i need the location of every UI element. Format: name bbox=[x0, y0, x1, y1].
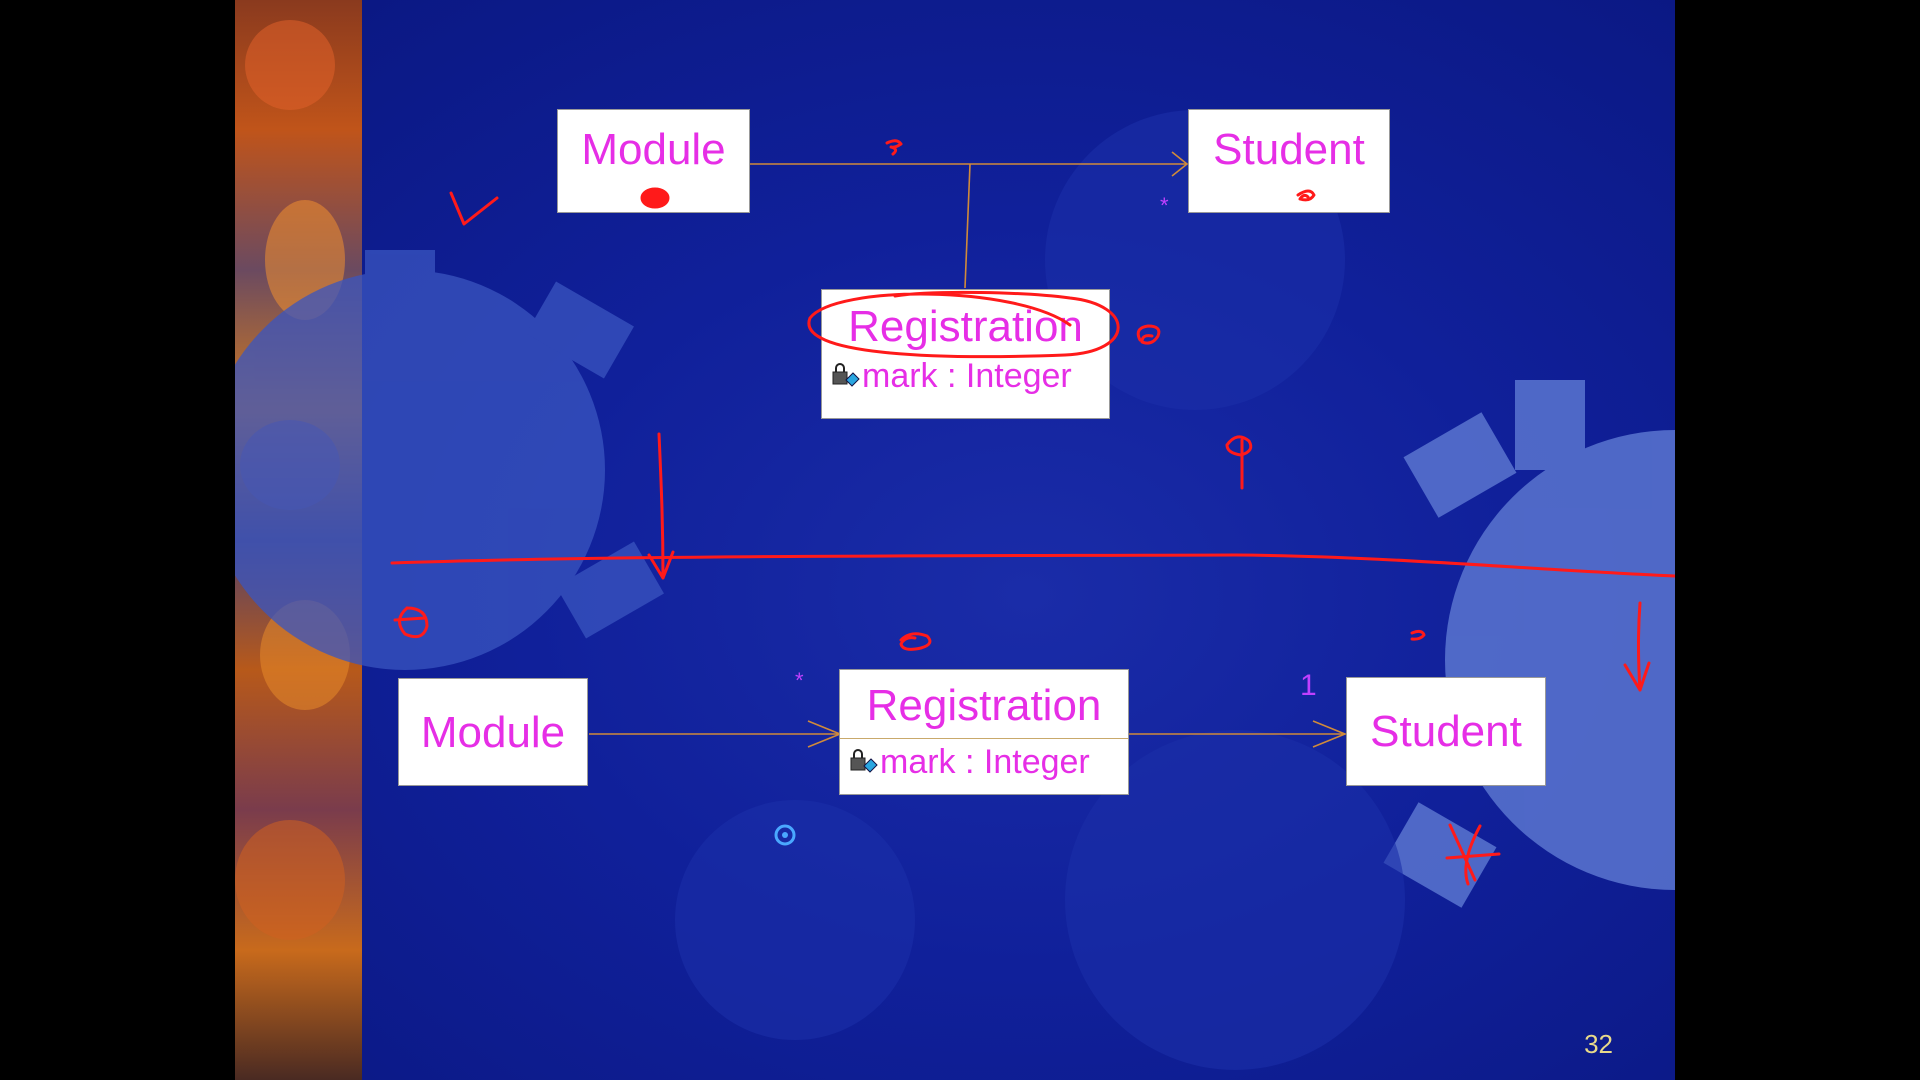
slide: Module Student Registration mark : Integ… bbox=[235, 0, 1675, 1080]
attribute-row: mark : Integer bbox=[840, 738, 1128, 782]
private-attribute-icon bbox=[832, 362, 860, 387]
bottom-registration-class[interactable]: Registration mark : Integer bbox=[839, 669, 1129, 795]
association-lines bbox=[589, 151, 1348, 748]
top-module-class[interactable]: Module bbox=[557, 109, 750, 213]
class-name: Student bbox=[1213, 125, 1365, 174]
attribute-row: mark : Integer bbox=[822, 357, 1109, 396]
top-student-multiplicity: * bbox=[1160, 193, 1169, 218]
attribute-text: mark : Integer bbox=[880, 743, 1090, 781]
attribute-text: mark : Integer bbox=[862, 357, 1072, 395]
class-name: Module bbox=[420, 708, 566, 757]
bottom-student-multiplicity: 1 bbox=[1300, 669, 1317, 702]
class-name: Registration bbox=[848, 302, 1083, 351]
top-association-arrowhead bbox=[1171, 151, 1189, 177]
class-name: Student bbox=[1370, 707, 1522, 756]
page-number: 32 bbox=[1584, 1029, 1613, 1059]
bottom-student-arrowhead bbox=[1312, 720, 1348, 748]
top-registration-class[interactable]: Registration mark : Integer bbox=[821, 289, 1110, 419]
bottom-registration-multiplicity: * bbox=[795, 668, 804, 693]
top-student-class[interactable]: Student bbox=[1188, 109, 1390, 213]
private-attribute-icon bbox=[850, 748, 878, 773]
class-name: Module bbox=[581, 125, 726, 174]
bottom-module-class[interactable]: Module bbox=[398, 678, 588, 786]
class-name: Registration bbox=[866, 681, 1102, 730]
bottom-student-class[interactable]: Student bbox=[1346, 677, 1546, 786]
association-class-link bbox=[964, 163, 971, 289]
